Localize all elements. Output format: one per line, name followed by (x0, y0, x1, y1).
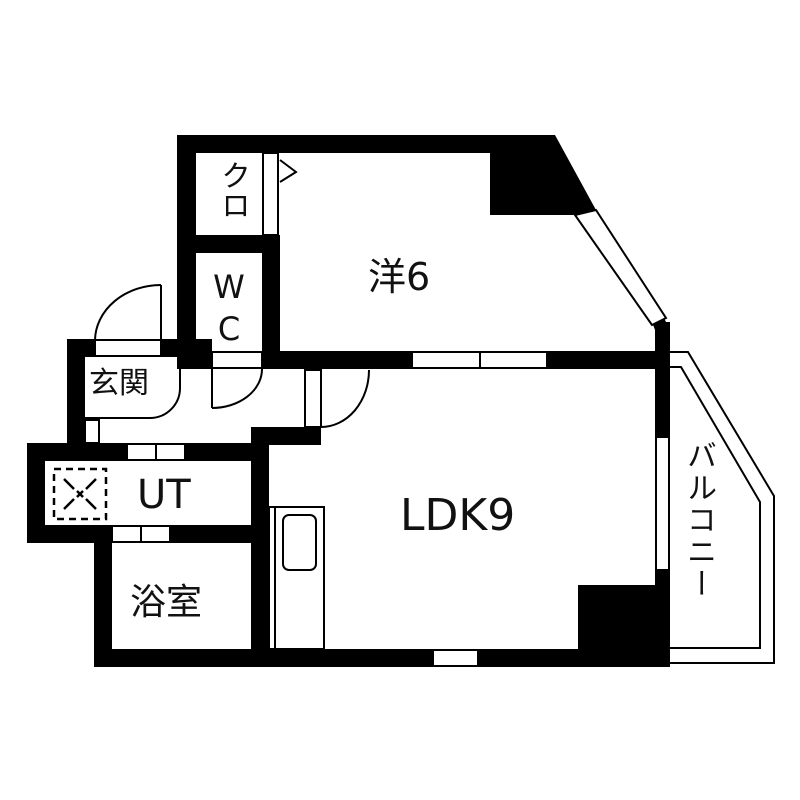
closet-label-text: クロ (215, 160, 250, 220)
room-label-entrance: 玄関 (89, 366, 149, 401)
room-label-balcony: バルコニー (681, 440, 716, 600)
diagonal-window (573, 208, 668, 327)
room-label-ldk: LDK9 (400, 490, 516, 541)
wc-label-text: WC (210, 268, 248, 352)
closet-door (262, 152, 298, 236)
windows (111, 351, 670, 667)
washing-machine-space (52, 467, 108, 521)
entrance-door (84, 284, 181, 444)
ldk-door (304, 369, 370, 428)
walls (27, 135, 670, 667)
balcony (670, 351, 775, 664)
room-label-closet: クロ (212, 160, 252, 228)
room-label-utility: UT (137, 472, 191, 518)
room-label-bath: 浴室 (130, 582, 203, 623)
wc-door (211, 368, 263, 409)
room-label-western: 洋6 (368, 255, 431, 299)
room-label-wc: WC (205, 268, 253, 357)
kitchen-counter (268, 506, 325, 650)
